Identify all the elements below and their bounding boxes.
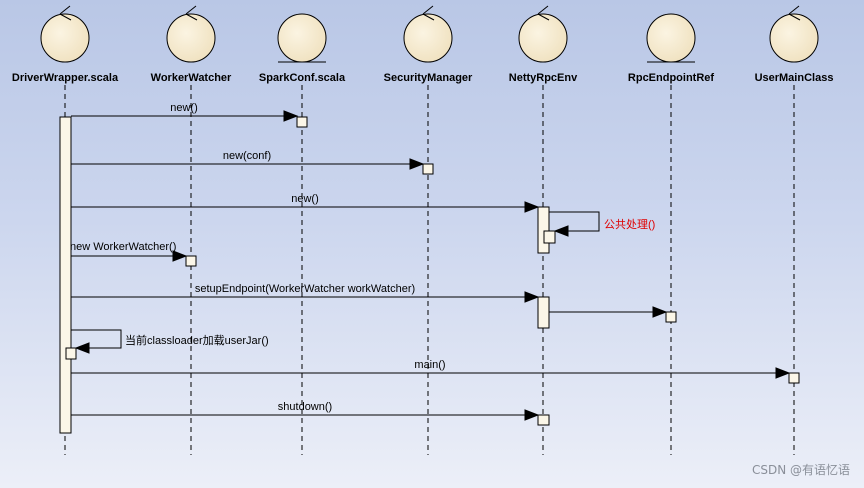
activation-nettyrpcenv-3 xyxy=(537,414,550,426)
activation-nettyrpcenv-nested xyxy=(543,230,556,244)
arrowhead xyxy=(775,367,791,379)
control-icon xyxy=(40,5,90,63)
activation-usermainclass xyxy=(788,372,800,384)
control-icon xyxy=(518,5,568,63)
message-arrow xyxy=(71,329,122,349)
message-labels: new() new(conf) new() 公共处理() new WorkerW… xyxy=(70,102,655,413)
participant-sparkconf: SparkConf.scala xyxy=(259,13,346,84)
message-label-main-call: main() xyxy=(414,359,445,371)
arrowhead xyxy=(524,409,540,421)
arrowhead xyxy=(283,110,299,122)
control-icon xyxy=(403,5,453,63)
participant-usermainclass: UserMainClass xyxy=(755,5,834,84)
activations xyxy=(59,116,800,434)
participant-driverwrapper: DriverWrapper.scala xyxy=(12,5,119,84)
activation-securitymanager xyxy=(422,163,434,175)
participant-label: NettyRpcEnv xyxy=(509,72,578,84)
participant-workerwatcher: WorkerWatcher xyxy=(151,5,232,84)
messages xyxy=(71,110,791,421)
activation-nettyrpcenv-2 xyxy=(537,296,550,329)
message-label-new-workerwatcher: new WorkerWatcher() xyxy=(70,241,176,253)
participant-label: DriverWrapper.scala xyxy=(12,72,119,84)
lifelines xyxy=(64,85,795,455)
message-label-shutdown-call: shutdown() xyxy=(278,401,332,413)
arrowhead xyxy=(409,158,425,170)
participant-securitymanager: SecurityManager xyxy=(384,5,473,84)
participant-label: RpcEndpointRef xyxy=(628,72,714,84)
message-arrow xyxy=(549,211,600,232)
activation-workerwatcher xyxy=(185,255,197,267)
message-label-new-nettyrpcenv: new() xyxy=(291,193,319,205)
activation-rpcendpointref xyxy=(665,311,677,323)
participant-label: WorkerWatcher xyxy=(151,72,232,84)
message-label-public-handling: 公共处理() xyxy=(604,218,655,231)
participant-nettyrpcenv: NettyRpcEnv xyxy=(509,5,578,84)
participant-label: SecurityManager xyxy=(384,72,473,84)
message-label-new-sparkconf: new() xyxy=(170,102,198,114)
activation-driverwrapper xyxy=(59,116,72,434)
participant-rpcendpointref: RpcEndpointRef xyxy=(628,13,714,84)
arrowhead xyxy=(524,201,540,213)
activation-driverwrapper-nested xyxy=(65,347,77,360)
activation-sparkconf xyxy=(296,116,308,128)
message-label-load-userjar: 当前classloader加载userJar() xyxy=(125,333,269,347)
arrowhead xyxy=(524,291,540,303)
entity-icon xyxy=(646,13,696,63)
participant-label: UserMainClass xyxy=(755,72,834,84)
control-icon xyxy=(769,5,819,63)
message-label-new-securitymanager: new(conf) xyxy=(223,150,271,162)
entity-icon xyxy=(277,13,327,63)
control-icon xyxy=(166,5,216,63)
arrowhead xyxy=(172,250,188,262)
message-label-setup-endpoint: setupEndpoint(WorkerWatcher workWatcher) xyxy=(195,283,415,295)
arrowhead xyxy=(74,342,90,354)
activation-nettyrpcenv-1 xyxy=(537,206,550,254)
arrowhead xyxy=(553,225,569,237)
watermark: CSDN @有语忆语 xyxy=(752,463,850,477)
arrowhead xyxy=(652,306,668,318)
participant-label: SparkConf.scala xyxy=(259,72,346,84)
